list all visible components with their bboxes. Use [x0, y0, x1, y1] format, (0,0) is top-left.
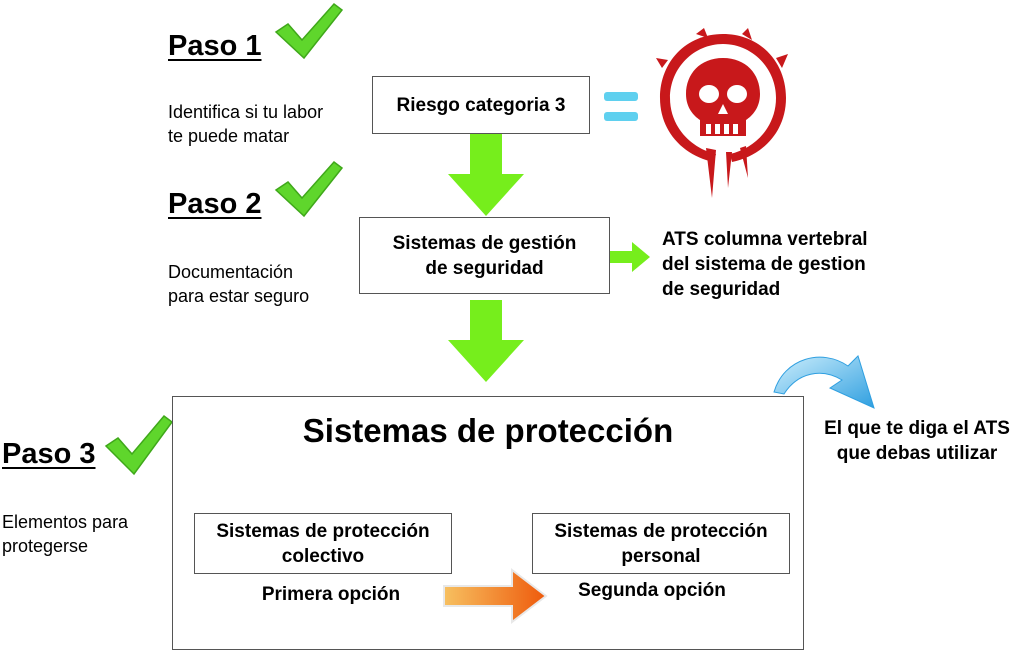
step-2-description: Documentación para estar seguro: [168, 260, 309, 308]
curved-arrow-icon: [773, 355, 875, 409]
checkmark-icon: [274, 2, 344, 60]
protection-systems-title: Sistemas de protección: [302, 412, 674, 449]
collective-protection-box: Sistemas de protección colectivo: [194, 513, 452, 574]
ats-backbone-label: ATS columna vertebral del sistema de ges…: [662, 227, 868, 302]
ats-backbone-line: ATS columna vertebral: [662, 229, 868, 250]
personal-protection-box: Sistemas de protección personal: [532, 513, 790, 574]
ats-backbone-line: del sistema de gestion: [662, 254, 866, 275]
ats-backbone-line: de seguridad: [662, 279, 781, 300]
step-1-desc-line: Identifica si tu labor: [168, 102, 324, 122]
personal-protection-label: personal: [621, 545, 701, 567]
step-2-title: Paso 2: [168, 188, 262, 220]
step-1-title: Paso 1: [168, 30, 262, 62]
checkmark-icon: [104, 414, 174, 476]
second-option-label: Segunda opción: [578, 580, 726, 601]
right-arrow-icon: [443, 567, 548, 625]
step-1-description: Identifica si tu labor te puede matar: [168, 100, 323, 148]
skull-emblem-icon: [656, 28, 788, 198]
down-arrow-icon: [448, 134, 524, 216]
down-arrow-icon: [448, 300, 524, 382]
step-2-desc-line: Documentación: [168, 262, 294, 282]
step-3-desc-line: Elementos para: [2, 512, 129, 532]
safety-management-box: Sistemas de gestión de seguridad: [359, 217, 610, 294]
safety-management-label: Sistemas de gestión: [392, 232, 577, 254]
personal-protection-label: Sistemas de protección: [554, 520, 768, 542]
step-3-description: Elementos para protegerse: [2, 510, 128, 558]
checkmark-icon: [274, 160, 344, 218]
collective-protection-label: Sistemas de protección: [216, 520, 430, 542]
safety-management-label: de seguridad: [425, 257, 544, 279]
risk-category-label: Riesgo categoria 3: [396, 94, 566, 116]
protection-systems-panel: [172, 396, 804, 650]
equals-icon: [604, 92, 638, 121]
step-3-desc-line: protegerse: [2, 536, 89, 556]
right-arrow-icon: [610, 242, 650, 272]
ats-use-line: El que te diga el ATS: [824, 418, 1010, 439]
step-1-desc-line: te puede matar: [168, 126, 290, 146]
step-2-desc-line: para estar seguro: [168, 286, 310, 306]
collective-protection-label: colectivo: [281, 545, 365, 567]
risk-category-box: Riesgo categoria 3: [372, 76, 590, 134]
ats-use-label: El que te diga el ATS que debas utilizar: [810, 416, 1024, 466]
step-3-title: Paso 3: [2, 438, 96, 470]
first-option-label: Primera opción: [261, 584, 401, 605]
ats-use-line: que debas utilizar: [836, 443, 998, 464]
